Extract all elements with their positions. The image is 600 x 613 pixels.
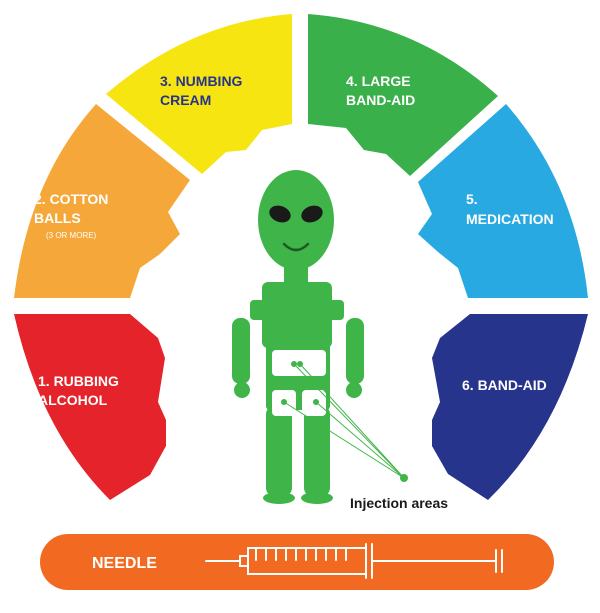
injection-pointer-lines: [283, 363, 405, 479]
injection-areas-label: Injection areas: [350, 495, 448, 511]
needle-label: NEEDLE: [92, 555, 157, 572]
label-rubbing-alcohol: 1. RUBBING ALCOHOL: [38, 373, 123, 408]
segment-rubbing-alcohol: [14, 314, 166, 500]
label-cotton-balls-note: (3 OR MORE): [46, 231, 97, 240]
segment-numbing-cream: [106, 14, 292, 174]
label-cotton-balls: 2. COTTON BALLS: [34, 191, 112, 226]
syringe-icon: [205, 543, 503, 579]
label-large-band-aid: 4. LARGE BAND-AID: [346, 73, 415, 108]
segment-large-band-aid: [308, 14, 498, 176]
needle-bar: [40, 534, 554, 590]
label-numbing-cream: 3. NUMBING CREAM: [160, 73, 246, 108]
alien-figure-icon: [232, 170, 364, 504]
injection-dots: [281, 361, 408, 482]
alien-face: [269, 205, 323, 252]
segment-cotton-balls: [14, 104, 190, 298]
label-medication: 5. MEDICATION: [466, 191, 554, 227]
segment-band-aid: [432, 314, 588, 500]
segment-medication: [418, 104, 588, 298]
label-band-aid: 6. BAND-AID: [462, 377, 547, 393]
